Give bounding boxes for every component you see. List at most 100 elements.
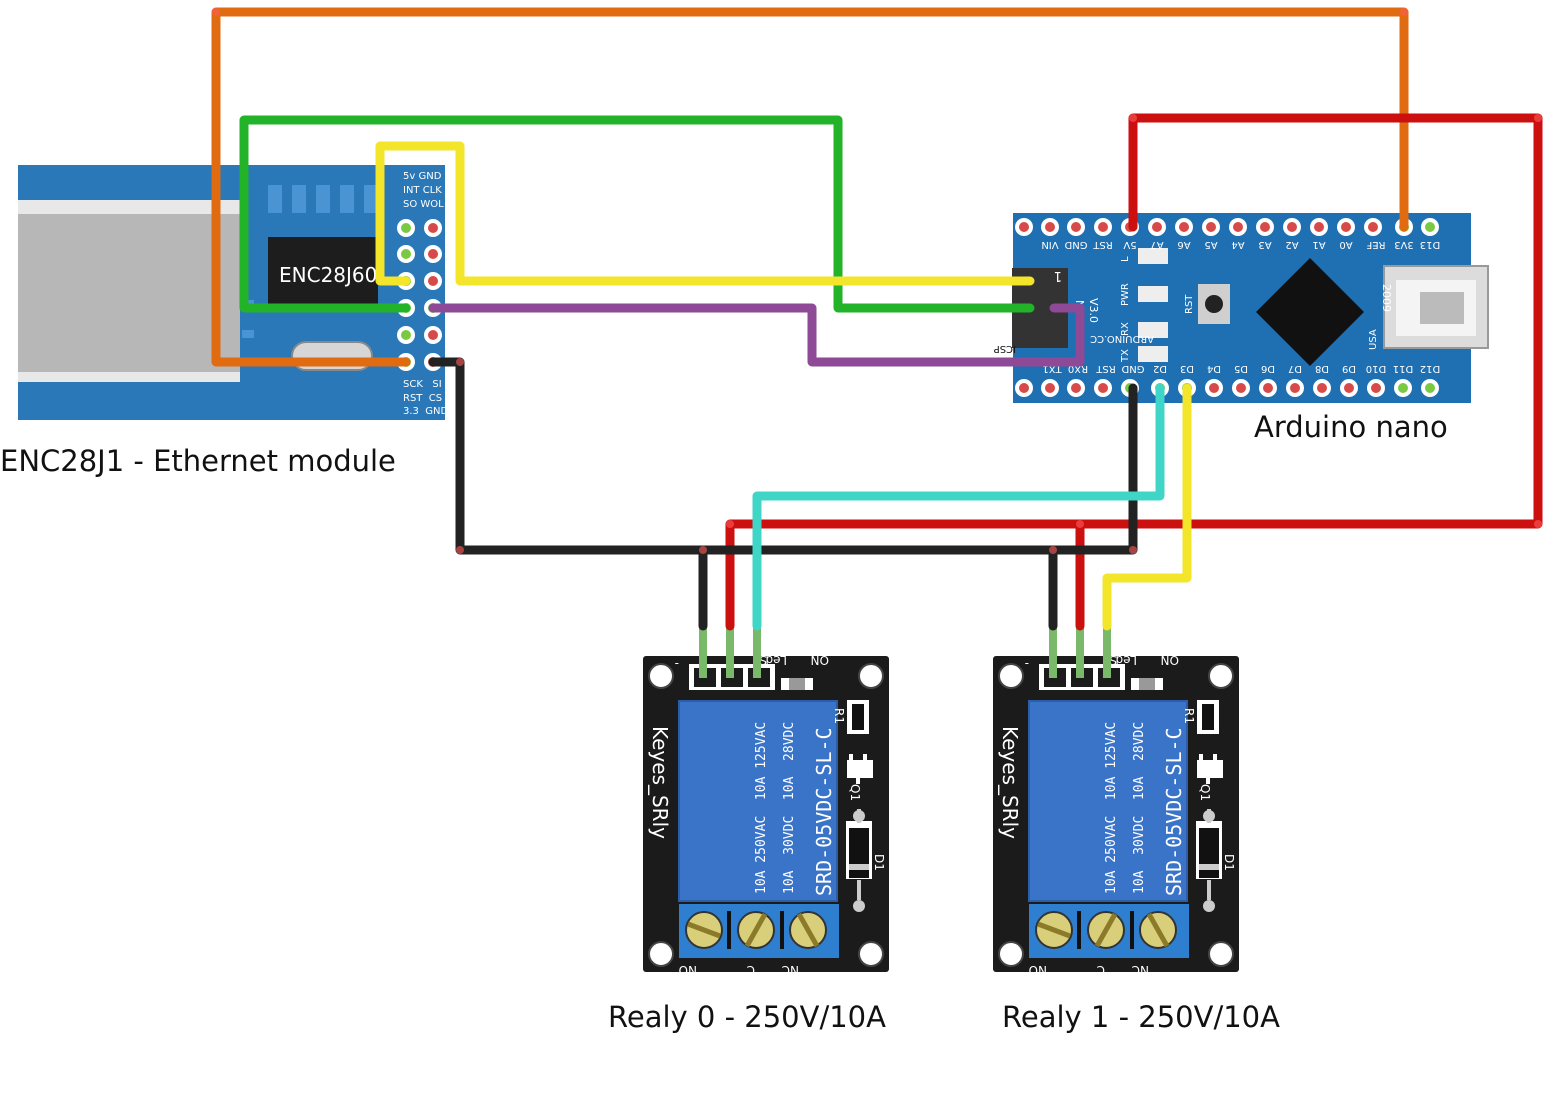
relay-header-s: S — [1109, 653, 1117, 667]
nano-pin-label-gnd: GND — [1064, 239, 1087, 250]
arduino-nano-board: D13 3V3 REF A0 A1 A2 A3 A4 A5 A6 A7 5V RST GND VIN D12… — [994, 213, 1489, 403]
relay-q1-label: Q1 — [848, 784, 862, 801]
pin-label-top-0: 5v GND — [403, 171, 442, 182]
relay-pin-stubs — [699, 626, 1111, 678]
pin-label-top-2: SO WOL — [403, 199, 444, 210]
nano-pin-label-d9: D9 — [1342, 363, 1356, 374]
nano-pin-label-d13: D13 — [1420, 239, 1440, 250]
relay-header-minus: - — [675, 657, 679, 671]
relay-terminal-no: NO — [679, 963, 697, 977]
icsp-label: ICSP — [994, 343, 1016, 354]
nano-pin-label-a4: A4 — [1231, 239, 1244, 250]
pin-label-bottom-1: RST CS — [403, 393, 442, 404]
nano-pin-label-d7: D7 — [1288, 363, 1302, 374]
relay-r1-label: R1 — [832, 708, 846, 724]
relay-header-minus: - — [1025, 657, 1029, 671]
caption-ethernet-module: ENC28J1 - Ethernet module — [0, 444, 396, 478]
relay-header-on: ON — [1161, 653, 1179, 667]
wire-yellow-top — [375, 141, 1035, 286]
pin1-label: 1 — [1054, 268, 1062, 283]
wire-joints — [212, 8, 1542, 554]
relay-d1-label: D1 — [1222, 854, 1236, 871]
wire-red-5v — [725, 113, 1543, 631]
nano-pin-label-d4: D4 — [1207, 363, 1221, 374]
relay-rating-ac: 10A 250VAC 10A 125VAC — [754, 722, 769, 894]
nano-pin-label-3v3: 3V3 — [1394, 239, 1414, 250]
led-pwr-label: PWR — [1120, 283, 1131, 306]
nano-pin-label-rx0: RX0 — [1068, 363, 1088, 374]
wire-purple — [428, 303, 1085, 367]
nano-pin-label-tx1: TX1 — [1042, 363, 1062, 374]
led-rx — [1138, 322, 1168, 338]
led-l — [1138, 248, 1168, 264]
pin-label-bottom-0: SCK SI — [403, 379, 442, 390]
relay-brand-label: Keyes_SRly — [998, 726, 1022, 839]
relay-rating-dc: 10A 30VDC 10A 28VDC — [782, 722, 797, 894]
nano-pin-label-a3: A3 — [1258, 239, 1271, 250]
led-tx — [1138, 346, 1168, 362]
relay-terminal-no: NO — [1029, 963, 1047, 977]
relay-rating-dc: 10A 30VDC 10A 28VDC — [1132, 722, 1147, 894]
nano-pin-label-vin: VIN — [1041, 239, 1058, 250]
ethernet-module: ENC28J60 5v GND INT CLK SO WOL SCK SI RS… — [18, 165, 448, 420]
nano-pin-label-a5: A5 — [1204, 239, 1217, 250]
relay-module-1: SRD-05VDC-SL-C 10A 250VAC 10A 125VAC 10A… — [993, 653, 1239, 977]
relay-q1-label: Q1 — [1198, 784, 1212, 801]
nano-pin-label-d2: D2 — [1153, 363, 1167, 374]
led-rx-label: RX — [1120, 322, 1131, 336]
relay-brand-label: Keyes_SRly — [648, 726, 672, 839]
usa-label: USA — [1368, 329, 1379, 350]
wire-cyan-d2 — [752, 383, 1165, 631]
nano-pin-label-d5: D5 — [1234, 363, 1248, 374]
relay-rating-ac: 10A 250VAC 10A 125VAC — [1104, 722, 1119, 894]
led-l-label: L — [1120, 256, 1131, 262]
relay-d1-label: D1 — [872, 854, 886, 871]
relay-header-led: Led — [766, 653, 787, 667]
nano-bottom-edge-pin-labels: D12 D11 D10 D9 D8 D7 D6 D5 D4 D3 D2 GND RST RX0 TX1 — [1042, 363, 1440, 374]
nano-pin-label-d8: D8 — [1315, 363, 1329, 374]
nano-pin-label-d12: D12 — [1420, 363, 1440, 374]
nano-pin-label-a0: A0 — [1339, 239, 1352, 250]
caption-relay-0: Realy 0 - 250V/10A — [608, 1000, 886, 1034]
mcu-chip — [1256, 258, 1364, 366]
wire-yellow-d3 — [1102, 383, 1192, 631]
nano-pin-label-d10: D10 — [1366, 363, 1386, 374]
chip-label: ENC28J60 — [279, 263, 377, 287]
pin-label-top-1: INT CLK — [403, 185, 442, 196]
year-label: 2009 — [1380, 284, 1393, 312]
relay-r1-label: R1 — [1182, 708, 1196, 724]
relay-terminal-c: C — [1097, 963, 1105, 977]
caption-relay-1: Realy 1 - 250V/10A — [1002, 1000, 1280, 1034]
board-version-label: V3.0 — [1087, 298, 1100, 323]
relay-terminal-c: C — [747, 963, 755, 977]
nano-top-edge-pin-labels: D13 3V3 REF A0 A1 A2 A3 A4 A5 A6 A7 5V RST GND VIN — [1041, 239, 1440, 250]
relay-terminal-nc: NC — [782, 963, 799, 977]
relay-header-on: ON — [811, 653, 829, 667]
relay-header-led: Led — [1116, 653, 1137, 667]
site-label: ARDUINO.CC — [1090, 333, 1154, 344]
nano-pin-label-d3: D3 — [1180, 363, 1194, 374]
nano-pin-label-5v: 5V — [1123, 239, 1136, 250]
relay-part-label: SRD-05VDC-SL-C — [1162, 727, 1186, 896]
nano-pin-label-rst: RST — [1092, 239, 1112, 250]
caption-arduino-nano: Arduino nano — [1254, 410, 1448, 444]
nano-pin-label-a2: A2 — [1285, 239, 1298, 250]
nano-pin-label-a1: A1 — [1312, 239, 1325, 250]
led-tx-label: TX — [1120, 349, 1131, 363]
relay-header-s: S — [759, 653, 767, 667]
nano-pin-label-a6: A6 — [1177, 239, 1190, 250]
pin-label-bottom-2: 3.3 GND — [403, 406, 448, 417]
nano-pin-label-d11: D11 — [1393, 363, 1413, 374]
relay-part-label: SRD-05VDC-SL-C — [812, 727, 836, 896]
led-pwr — [1138, 286, 1168, 302]
reset-label: RST — [1184, 294, 1195, 314]
nano-pin-label-gnd: GND — [1121, 363, 1144, 374]
nano-pin-label-rst: RST — [1095, 363, 1115, 374]
nano-pin-label-a7: A7 — [1150, 239, 1163, 250]
relay-module-0: SRD-05VDC-SL-C 10A 250VAC 10A 125VAC 10A… — [643, 653, 889, 977]
nano-pin-label-ref: REF — [1366, 239, 1385, 250]
relay-terminal-nc: NC — [1132, 963, 1149, 977]
nano-pin-label-d6: D6 — [1261, 363, 1275, 374]
wire-green — [239, 115, 1035, 313]
